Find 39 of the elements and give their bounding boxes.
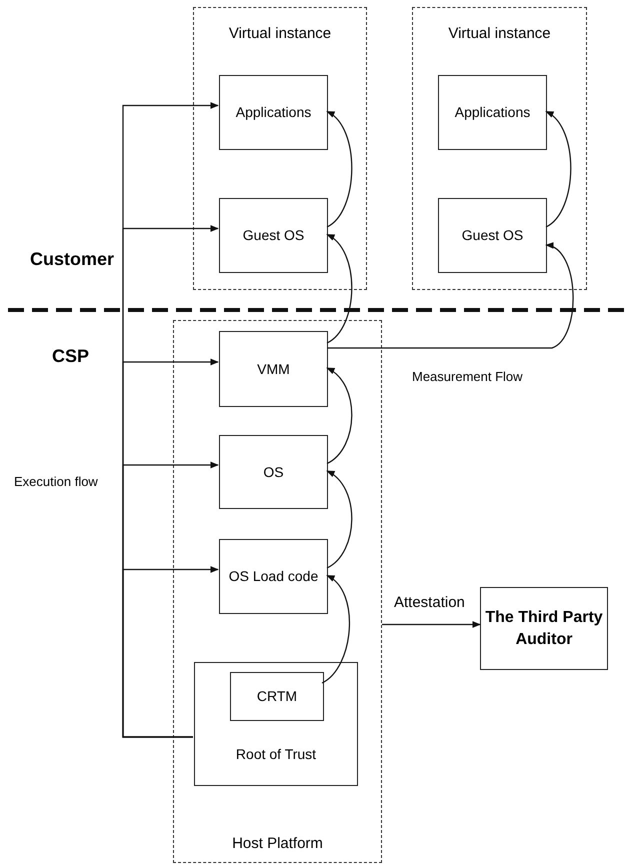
node-text: Guest OS (462, 226, 524, 245)
node-text: Guest OS (242, 226, 304, 245)
node-text: CRTM (256, 687, 298, 706)
node-text: VMM (257, 360, 290, 378)
curved-arrow (327, 244, 574, 349)
node-text: Applications (236, 103, 312, 122)
text-label: Measurement Flow (412, 368, 523, 386)
node-text: OS (263, 462, 284, 482)
process-box (480, 587, 608, 670)
text-label: Customer (30, 248, 114, 271)
node-text: OS Load code (228, 567, 318, 586)
dashed-container (193, 7, 367, 290)
process-box (438, 75, 547, 150)
arrow (382, 621, 481, 628)
curved-arrow (326, 367, 352, 464)
dashed-container (173, 320, 382, 863)
dashed-container (412, 7, 587, 290)
arrow (122, 566, 219, 738)
node-text: Host Platform (232, 835, 323, 852)
curved-arrow (326, 234, 352, 344)
text-label: Execution flow (14, 473, 98, 491)
node-text: Virtual instance (448, 25, 551, 42)
curved-arrow (326, 111, 352, 228)
node-text: Applications (454, 103, 530, 122)
process-box (219, 539, 328, 614)
curved-arrow (545, 111, 572, 228)
process-box (219, 435, 328, 509)
node-text: Virtual instance (228, 25, 332, 42)
curved-arrow (322, 575, 350, 684)
process-box (219, 331, 328, 407)
process-box (194, 662, 358, 786)
process-box (438, 198, 547, 273)
process-box (219, 75, 328, 150)
curved-arrow (326, 470, 352, 568)
process-box (219, 198, 328, 273)
node-text: The Third Party Auditor (485, 608, 603, 650)
text-label: CSP (52, 345, 90, 368)
process-box (230, 672, 324, 721)
node-text: Root of Trust (236, 746, 316, 762)
